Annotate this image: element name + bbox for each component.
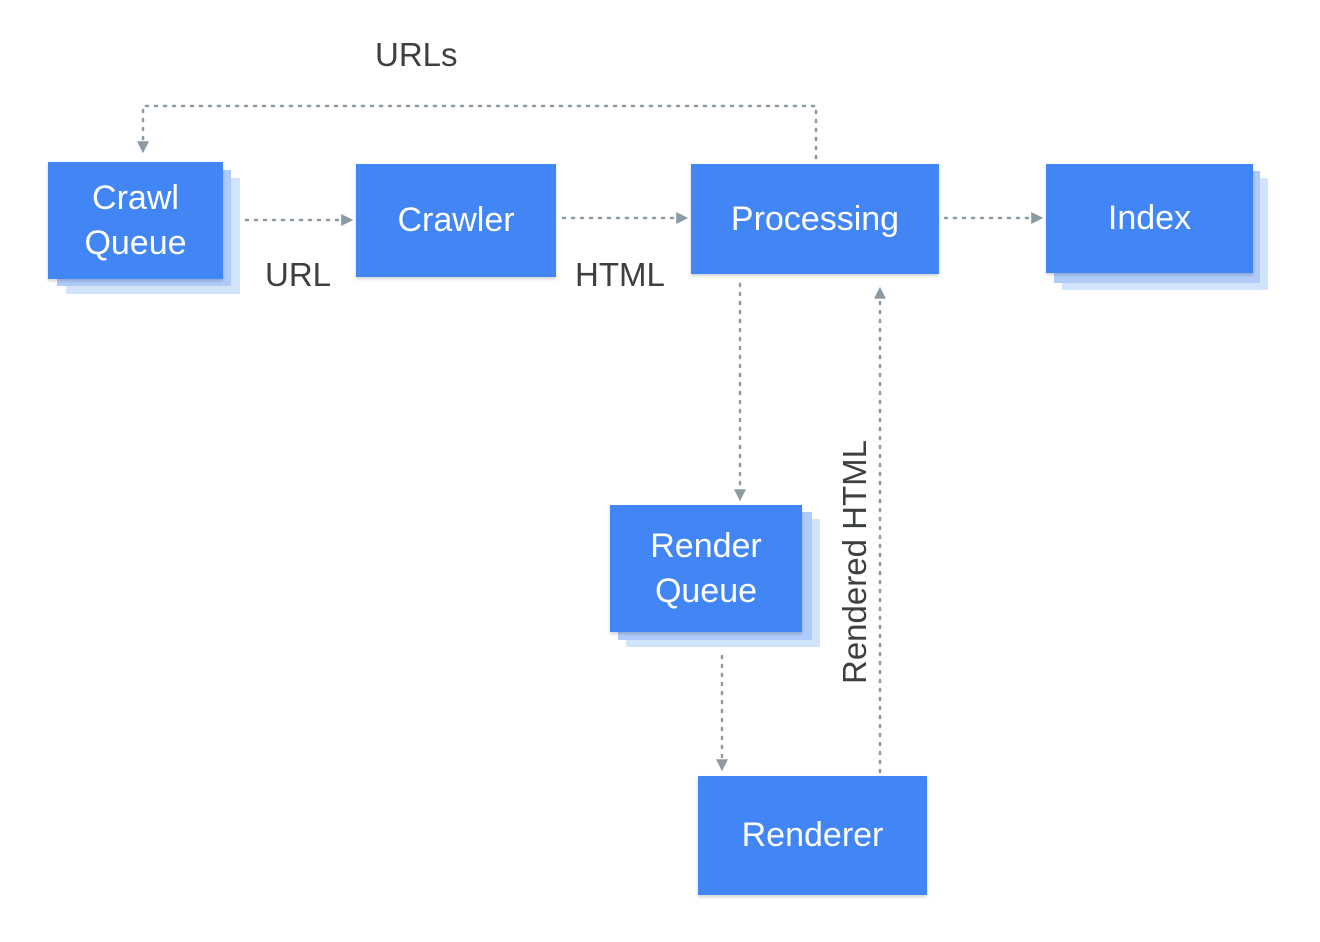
index-node: Index — [1046, 164, 1253, 273]
url-edge-label: URL — [265, 256, 332, 293]
index-label: Index — [1107, 199, 1192, 238]
render-queue-node: Render Queue — [610, 505, 802, 632]
render-queue-label: Render Queue — [650, 526, 762, 610]
urls-edge-label: URLs — [375, 36, 458, 73]
renderer-label: Renderer — [741, 816, 884, 855]
html-edge-label: HTML — [575, 256, 665, 293]
index-stack: Index — [1046, 164, 1268, 290]
processing-label: Processing — [730, 199, 900, 238]
crawl-queue-node: Crawl Queue — [48, 162, 223, 279]
crawler-node: Crawler — [356, 164, 556, 277]
processing-node: Processing — [691, 164, 939, 274]
urls-feedback-connector — [137, 104, 818, 160]
rendered-html-edge-label: Rendered HTML — [836, 440, 873, 684]
crawl-queue-stack: Crawl Queue — [48, 162, 240, 294]
crawler-label: Crawler — [397, 201, 515, 240]
renderer-node: Renderer — [698, 776, 927, 895]
render-queue-stack: Render Queue — [610, 505, 820, 647]
crawl-queue-label: Crawl Queue — [84, 178, 187, 262]
